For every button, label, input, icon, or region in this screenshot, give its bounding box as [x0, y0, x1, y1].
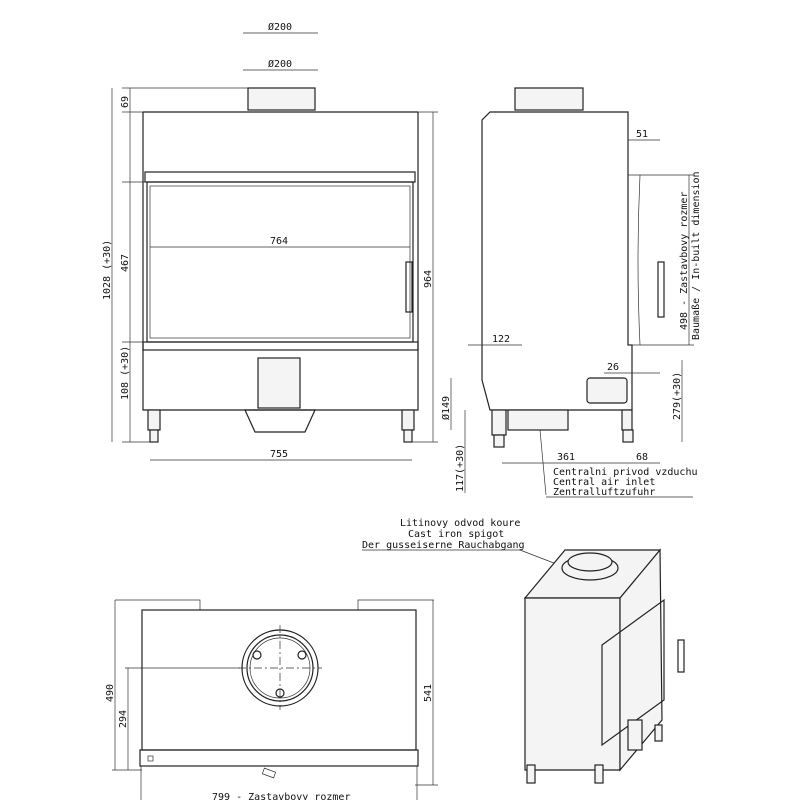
dim-498-label: 498 - Zastavbovy rozmer: [679, 192, 690, 330]
air-inlet-label-3: Zentralluftzufuhr: [553, 487, 655, 498]
dim-51: 51: [636, 129, 648, 140]
dim-755: 755: [270, 449, 288, 460]
isometric-view: Litinovy odvod koure Cast iron spigot De…: [362, 518, 685, 784]
top-view: 490 294 541 799 - Zastavbovy rozmer: [105, 599, 438, 800]
dim-spigot: Ø200: [268, 58, 292, 70]
side-view: 51 498 - Zastavbovy rozmer Baumaße / In-…: [440, 87, 702, 498]
dim-69: 69: [120, 96, 131, 108]
dim-total-height: 1028 (+30): [102, 240, 113, 300]
spigot-label-2: Cast iron spigot: [408, 529, 504, 540]
dim-361: 361: [557, 452, 575, 463]
dim-117: 117(+30): [455, 444, 466, 492]
dim-498-sublabel: Baumaße / In-built dimension: [691, 171, 702, 340]
air-inlet-label-2: Central air inlet: [553, 477, 655, 488]
dim-490: 490: [105, 684, 116, 702]
front-view: Ø200 Ø200 69 1028 (+30) 467 108 (+30) 76…: [102, 21, 438, 461]
dim-294: 294: [118, 710, 129, 728]
dim-122: 122: [492, 334, 510, 345]
dim-541: 541: [423, 684, 434, 702]
spigot-label-3: Der gusseiserne Rauchabgang: [362, 540, 525, 551]
dim-279: 279(+30): [672, 372, 683, 420]
spigot-label-1: Litinovy odvod koure: [400, 518, 520, 529]
dim-spigot-top: Ø200: [268, 21, 292, 33]
air-inlet-label-1: Centralni privod vzduchu: [553, 467, 698, 478]
dim-dia149: Ø149: [440, 396, 452, 420]
dim-467: 467: [120, 254, 131, 272]
dim-26: 26: [607, 362, 619, 373]
dim-108: 108 (+30): [120, 346, 131, 400]
dim-799: 799 - Zastavbovy rozmer: [212, 792, 350, 800]
dim-764: 764: [270, 236, 288, 247]
dim-68: 68: [636, 452, 648, 463]
dim-964: 964: [423, 270, 434, 288]
